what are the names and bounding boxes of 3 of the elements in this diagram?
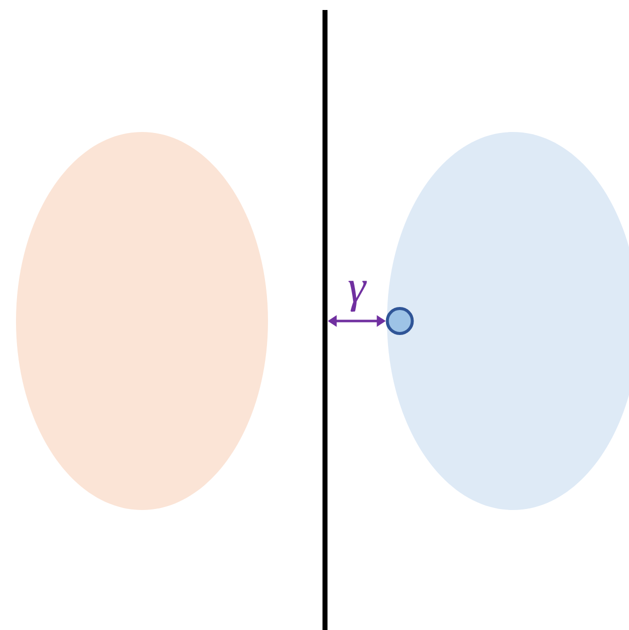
edge-label: γ [348,280,367,312]
data-point [386,307,414,335]
cluster-ellipse [16,132,268,510]
